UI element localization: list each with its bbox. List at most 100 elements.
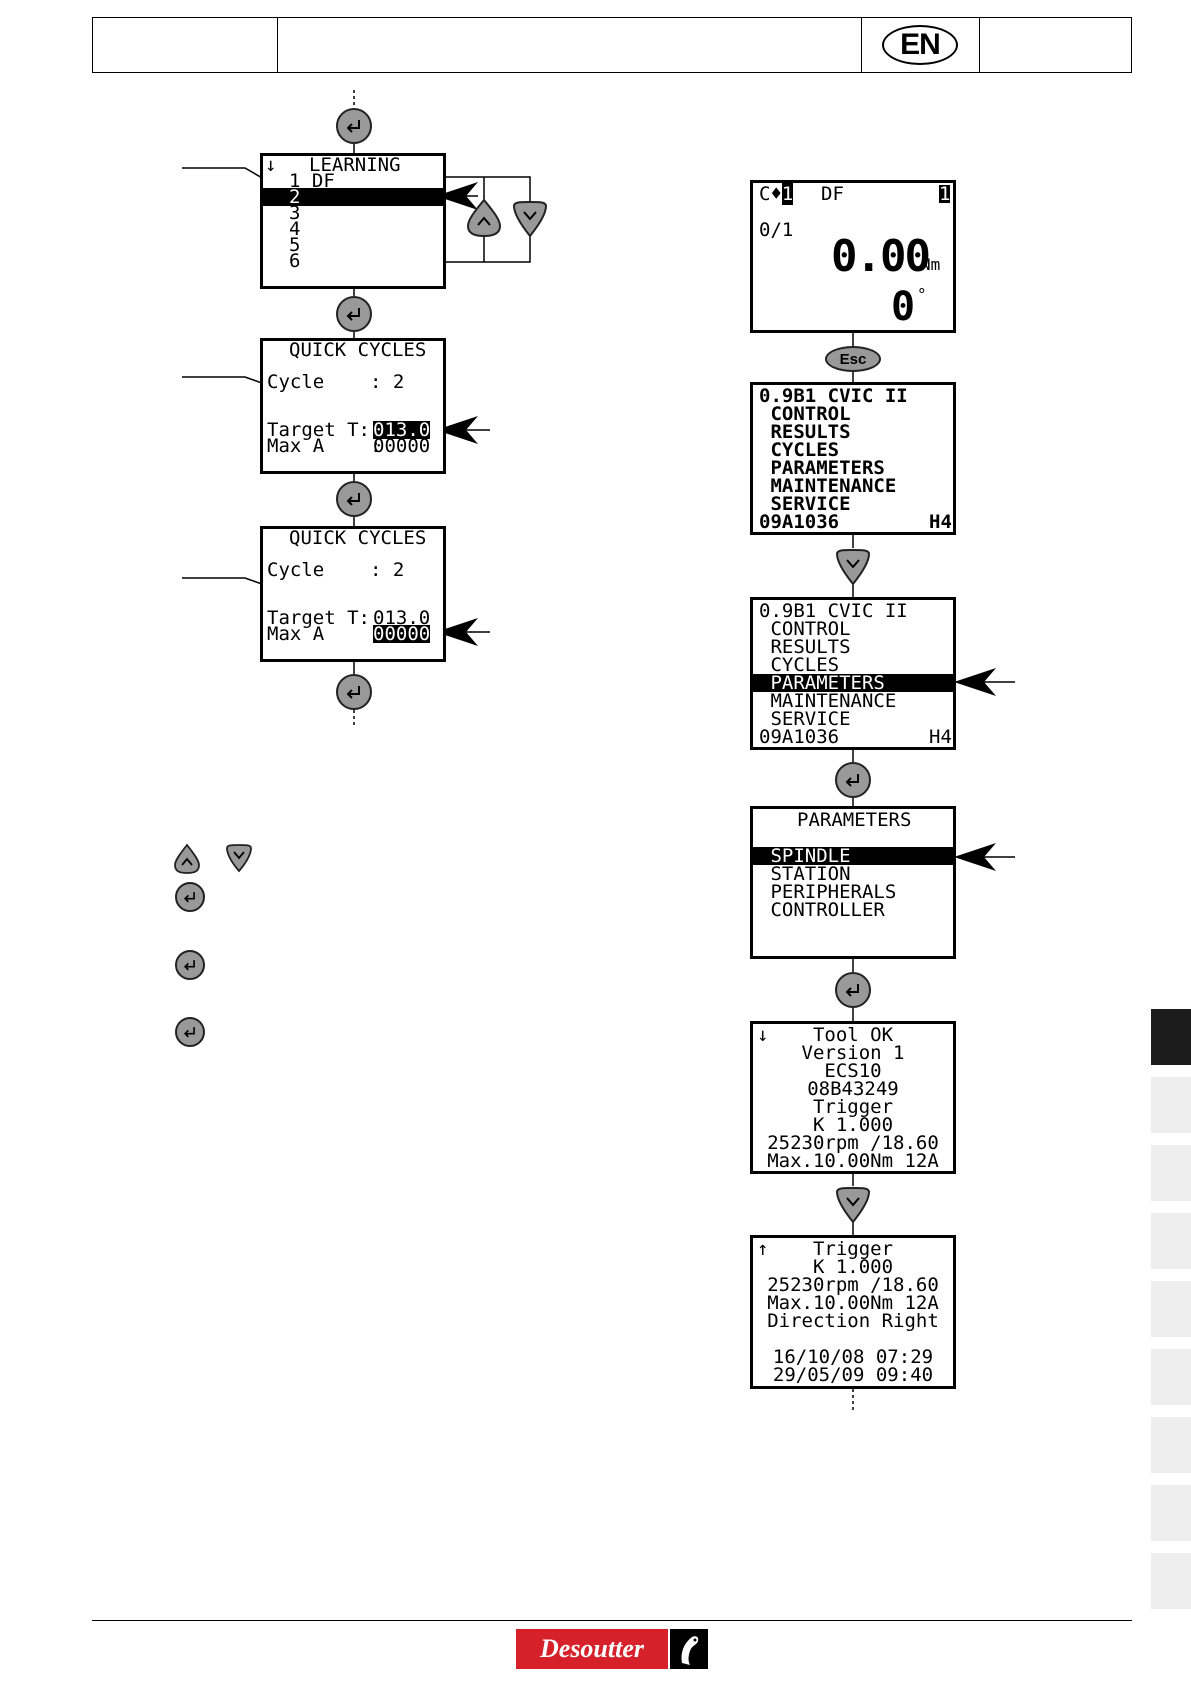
menu-item-service[interactable]: SERVICE (759, 708, 851, 730)
down-button[interactable] (835, 548, 871, 586)
target-value-field[interactable]: 013.0 (373, 419, 431, 441)
enter-button[interactable] (336, 674, 372, 710)
enter-icon (346, 308, 360, 321)
header-divider (277, 18, 278, 72)
chevron-down-icon (233, 851, 245, 860)
enter-button[interactable] (835, 972, 871, 1008)
quick-cycles-screen: QUICK CYCLES Cycle : 2 Target T: 013.0 M… (260, 338, 446, 474)
chapter-tab[interactable] (1151, 1417, 1191, 1473)
target-value-field[interactable]: 013.0 (373, 607, 431, 629)
spindle-marker: 1 (939, 183, 951, 205)
enter-button[interactable] (175, 882, 205, 912)
serial-number: 09A1036 (759, 511, 840, 533)
chevron-up-icon (477, 216, 491, 226)
program-name: DF (821, 183, 844, 205)
chevron-down-icon (523, 211, 537, 221)
list-item[interactable]: 6 (289, 250, 301, 272)
screen-title: QUICK CYCLES (289, 527, 427, 549)
hardware-version: H4 (929, 726, 952, 748)
target-label: Target T: (267, 419, 370, 441)
angle-value: 0 (891, 284, 916, 330)
menu-item-spindle-selected[interactable]: SPINDLE (753, 847, 953, 866)
menu-item-control[interactable]: CONTROL (759, 403, 851, 425)
info-line: Tool OK (812, 1024, 894, 1046)
chapter-tab[interactable] (1151, 1281, 1191, 1337)
info-line: K 1.000 (812, 1256, 894, 1278)
list-item[interactable]: 5 (289, 234, 301, 256)
torque-value: 0.00 (831, 231, 931, 282)
learning-screen: ↓ LEARNING 1 DF 2 3 4 5 6 (260, 153, 446, 289)
info-line: Version 1 (801, 1042, 905, 1064)
enter-button[interactable] (336, 296, 372, 332)
cycle-field: Cycle : 2 (267, 559, 405, 581)
chapter-tab[interactable] (1151, 1553, 1191, 1609)
enter-icon (845, 774, 859, 787)
language-badge: EN (882, 25, 958, 65)
menu-item-cycles[interactable]: CYCLES (759, 654, 840, 676)
chapter-tab[interactable] (1151, 1213, 1191, 1269)
firmware-title: 0.9B1 CVIC II (759, 385, 908, 407)
chapter-tab[interactable] (1151, 1077, 1191, 1133)
enter-button[interactable] (175, 1017, 205, 1047)
menu-item-parameters-selected[interactable]: PARAMETERS (753, 674, 953, 693)
info-line: K 1.000 (812, 1114, 894, 1136)
menu-item-maintenance[interactable]: MAINTENANCE (759, 690, 897, 712)
scroll-arrow-icon: ↓ (265, 154, 277, 176)
enter-button[interactable] (336, 108, 372, 144)
menu-item-results[interactable]: RESULTS (759, 421, 851, 443)
menu-item-maintenance[interactable]: MAINTENANCE (759, 475, 897, 497)
enter-icon (346, 493, 360, 506)
max-value-field[interactable]: 00000 (373, 623, 431, 645)
info-line: Max.10.00Nm 12A (767, 1292, 939, 1314)
info-line: 29/05/09 09:40 (772, 1364, 934, 1386)
cycle-count: 0/1 (759, 219, 794, 241)
chapter-tab-active[interactable] (1151, 1009, 1191, 1065)
run-screen-header: C♦1 (759, 183, 794, 205)
menu-item-controller[interactable]: CONTROLLER (759, 899, 885, 921)
chapter-tab[interactable] (1151, 1485, 1191, 1541)
menu-item-peripherals[interactable]: PERIPHERALS (759, 881, 897, 903)
screen-title: PARAMETERS (797, 809, 912, 831)
list-item[interactable]: 3 (289, 202, 301, 224)
menu-item-results[interactable]: RESULTS (759, 636, 851, 658)
enter-icon (346, 686, 360, 699)
up-button[interactable] (173, 843, 201, 875)
menu-item-cycles[interactable]: CYCLES (759, 439, 840, 461)
parameters-screen: PARAMETERS SPINDLE STATION PERIPHERALS C… (750, 806, 956, 959)
info-line: 08B43249 (807, 1078, 899, 1100)
enter-icon (183, 960, 195, 971)
run-screen: C♦1 DF 1 0/1 0.00 Nm 0 ° (750, 180, 956, 333)
menu-item-parameters[interactable]: PARAMETERS (759, 457, 885, 479)
list-item[interactable]: 1 DF (289, 170, 335, 192)
enter-icon (845, 984, 859, 997)
logo-bird-icon (670, 1629, 708, 1669)
list-item[interactable]: 4 (289, 218, 301, 240)
info-line: ECS10 (824, 1060, 882, 1082)
enter-button[interactable] (336, 481, 372, 517)
menu-item-service[interactable]: SERVICE (759, 493, 851, 515)
enter-button[interactable] (835, 762, 871, 798)
chevron-down-icon (846, 1197, 860, 1207)
max-label: Max A : (267, 623, 382, 645)
enter-button[interactable] (175, 950, 205, 980)
down-button[interactable] (225, 843, 253, 873)
chevron-up-icon (181, 857, 193, 866)
down-button[interactable] (835, 1186, 871, 1224)
info-line: Trigger (812, 1096, 894, 1118)
down-button[interactable] (512, 200, 548, 238)
menu-item-station[interactable]: STATION (759, 863, 851, 885)
enter-icon (346, 120, 360, 133)
chapter-tab[interactable] (1151, 1145, 1191, 1201)
torque-unit: Nm (921, 255, 941, 274)
menu-item-control[interactable]: CONTROL (759, 618, 851, 640)
hardware-version: H4 (929, 511, 952, 533)
chapter-tab[interactable] (1151, 1349, 1191, 1405)
list-item-selected[interactable]: 2 (263, 188, 443, 207)
max-value-field[interactable]: 00000 (373, 435, 431, 457)
tool-info-screen: ↓ Tool OK Version 1 ECS10 08B43249 Trigg… (750, 1021, 956, 1174)
up-button[interactable] (466, 198, 502, 238)
esc-button[interactable]: Esc (825, 346, 881, 372)
main-menu-screen: 0.9B1 CVIC II CONTROL RESULTS CYCLES PAR… (750, 382, 956, 535)
footer-divider (92, 1620, 1132, 1621)
